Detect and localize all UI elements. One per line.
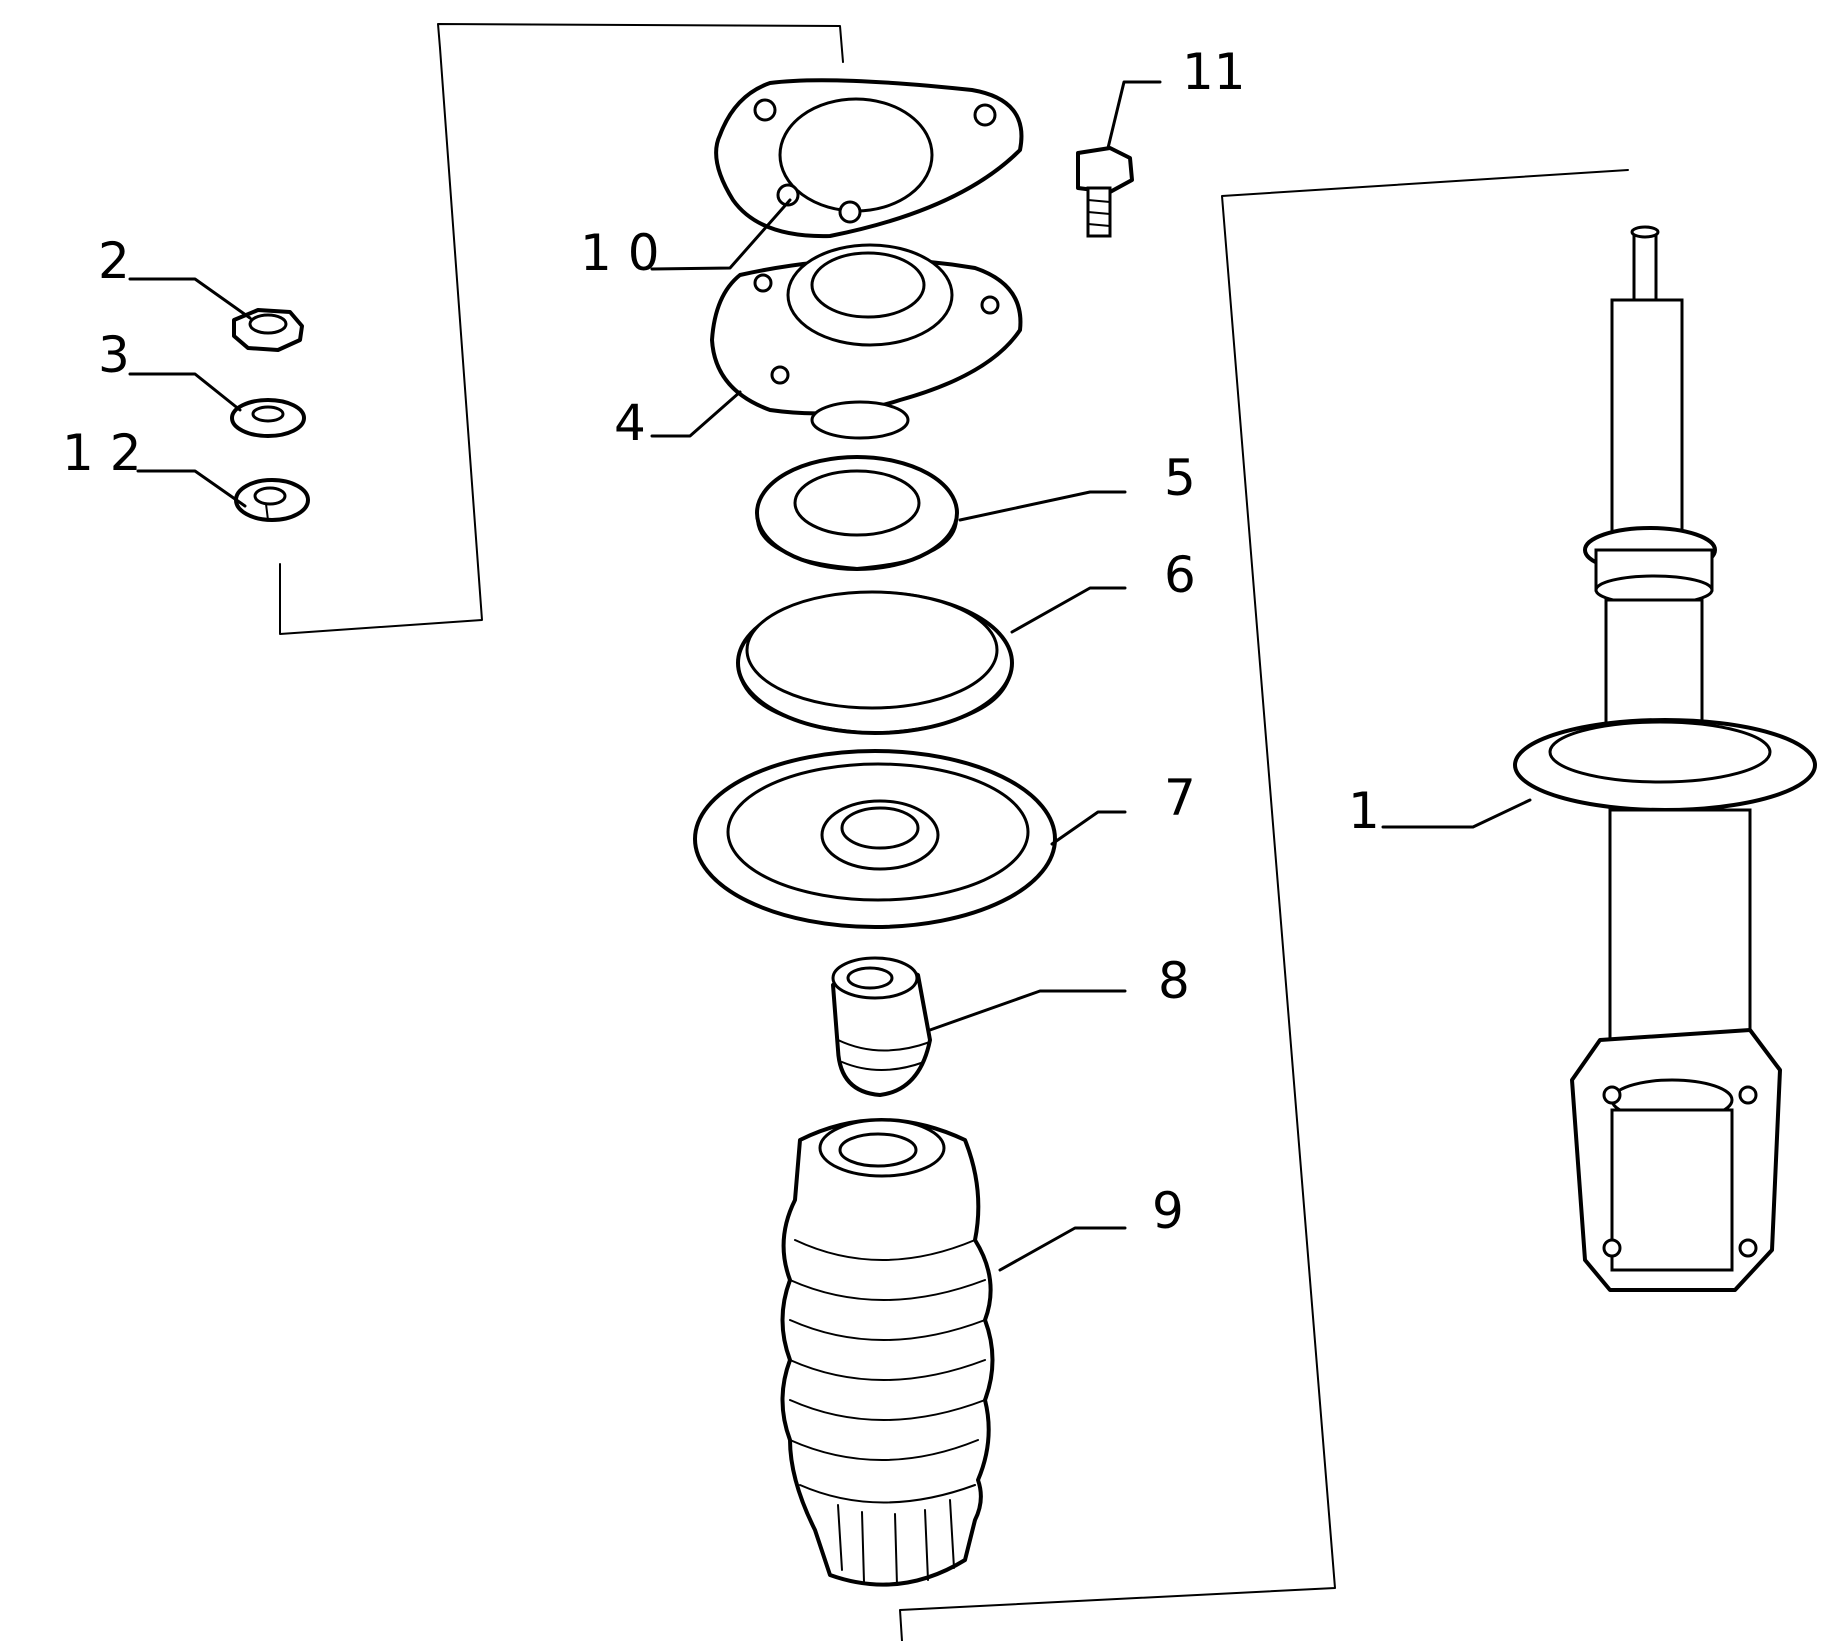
leader-lines: [128, 80, 1532, 1272]
gasket-plate-part-10: [714, 78, 1024, 239]
label-3: 3: [98, 326, 130, 384]
label-1: 1: [1348, 782, 1380, 840]
leader-line-10: [650, 198, 792, 271]
bearing-part-5: [755, 455, 959, 571]
leader-line-5: [958, 490, 1127, 522]
label-6: 6: [1164, 546, 1196, 604]
washer-part-3: [230, 398, 306, 438]
leader-line-11: [1106, 80, 1162, 150]
label-2: 2: [98, 232, 130, 290]
leader-line-6: [1010, 586, 1127, 634]
split-washer-part-12: [234, 478, 310, 522]
leader-line-4: [650, 390, 742, 438]
leader-line-1: [1381, 798, 1532, 829]
label-7: 7: [1164, 769, 1196, 827]
strut-part-1: [1513, 225, 1817, 1292]
group-bracket-top-mount: [279, 23, 844, 635]
dust-boot-part-9: [780, 1118, 995, 1587]
ring-part-6: [736, 590, 1014, 735]
leader-line-2: [128, 277, 252, 320]
label-8: 8: [1158, 952, 1190, 1010]
bump-stop-part-8: [831, 956, 932, 1097]
label-10: 1 0: [580, 224, 660, 282]
leader-line-9: [998, 1226, 1127, 1272]
label-5: 5: [1164, 449, 1196, 507]
reference-labels: 1 0 11 2 3 1 2 4 5 6 7 8 9 1: [62, 43, 1380, 1240]
leader-line-8: [928, 989, 1127, 1032]
label-4: 4: [614, 394, 646, 452]
leader-line-12: [136, 469, 247, 508]
leader-line-3: [128, 372, 242, 412]
top-mount-part-4: [710, 243, 1023, 440]
bolt-part-11: [1076, 146, 1134, 238]
group-bracket-strut: [899, 169, 1629, 1641]
label-9: 9: [1152, 1182, 1184, 1240]
label-11: 11: [1182, 43, 1246, 101]
leader-line-7: [1050, 810, 1127, 846]
nut-part-2: [232, 308, 304, 352]
spring-seat-part-7: [693, 749, 1057, 929]
label-12: 1 2: [62, 424, 142, 482]
